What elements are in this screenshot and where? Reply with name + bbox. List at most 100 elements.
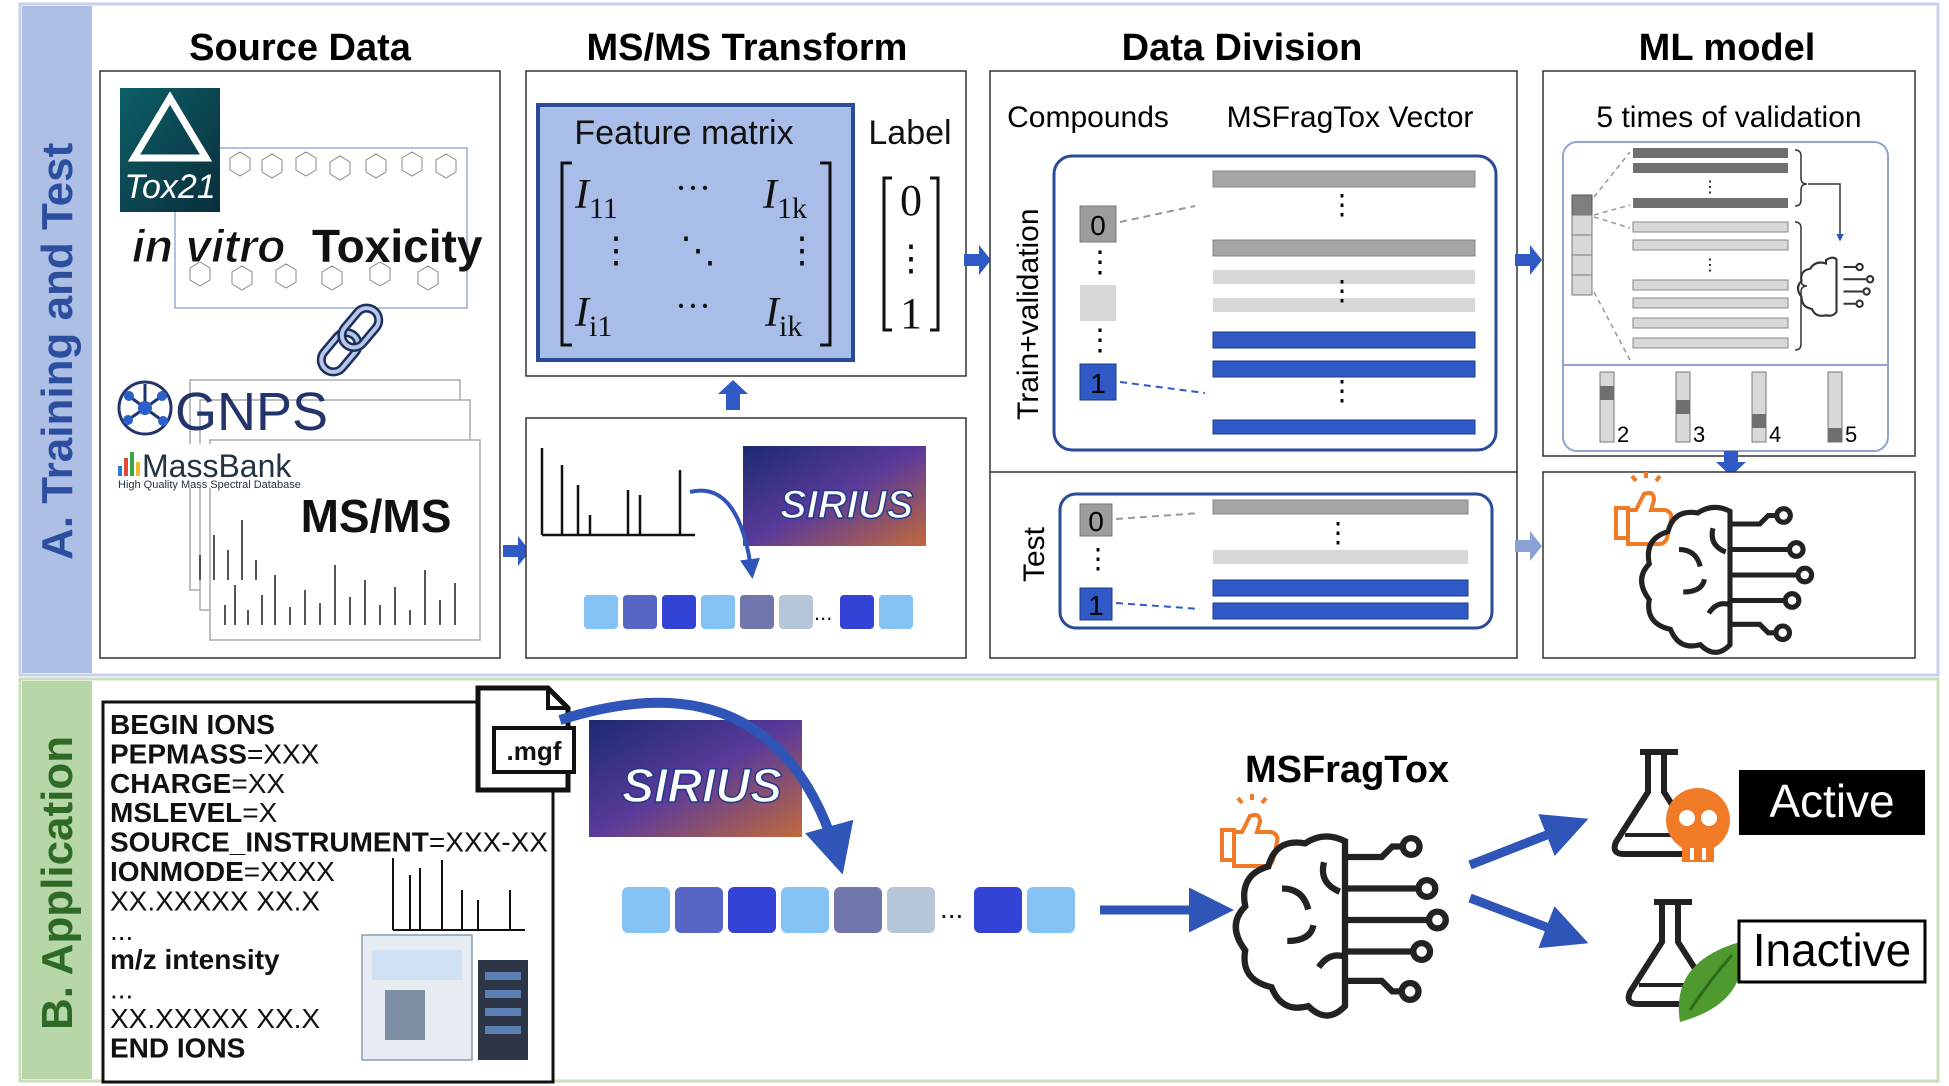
svg-text:...: ... bbox=[814, 600, 832, 625]
svg-text:Tox21: Tox21 bbox=[124, 168, 215, 206]
arrow-to-active bbox=[1468, 814, 1589, 870]
source-data-title: Source Data bbox=[189, 27, 412, 69]
test-vectors: ⋮ bbox=[1212, 499, 1469, 620]
arrow-division-to-model-top bbox=[1515, 245, 1542, 275]
tox21-structures-sheet bbox=[174, 147, 468, 309]
sirius-logo-top: SIRIUS bbox=[743, 446, 926, 546]
arrow-up-to-matrix bbox=[718, 380, 748, 410]
validation-label: 5 times of validation bbox=[1596, 101, 1861, 134]
mgf-line: ... bbox=[110, 974, 133, 1005]
compounds-label: Compounds bbox=[1007, 101, 1169, 134]
svg-text:.mgf: .mgf bbox=[507, 736, 562, 766]
svg-text:⋮: ⋮ bbox=[1328, 275, 1356, 306]
fingerprint-vector-bottom: ... bbox=[622, 887, 1075, 933]
label-bracket-right bbox=[930, 176, 940, 332]
validation-vectors: ⋮ ⋮ bbox=[1632, 148, 1844, 351]
train-vectors: ⋮ ⋮ ⋮ bbox=[1212, 170, 1476, 435]
svg-text:1: 1 bbox=[1090, 368, 1106, 399]
label-top-value: 0 bbox=[900, 176, 922, 225]
section-b-label: B. Application bbox=[33, 736, 82, 1030]
skull-icon bbox=[1666, 788, 1730, 862]
label-header: Label bbox=[868, 114, 951, 152]
inactive-label: Inactive bbox=[1753, 924, 1912, 976]
in-vitro-text: in vitro bbox=[132, 220, 285, 272]
svg-text:GNPS: GNPS bbox=[175, 382, 328, 442]
feature-matrix-label: Feature matrix bbox=[574, 114, 793, 152]
arrow-to-inactive bbox=[1468, 893, 1589, 949]
arrow-down-to-model bbox=[1716, 451, 1746, 476]
svg-text:⋮: ⋮ bbox=[1324, 517, 1352, 548]
matrix-bracket-right bbox=[820, 161, 832, 347]
section-a-label: A. Training and Test bbox=[33, 142, 82, 560]
svg-text:SIRIUS: SIRIUS bbox=[780, 483, 914, 527]
model-name: MSFragTox bbox=[1245, 749, 1449, 791]
active-badge bbox=[1739, 770, 1925, 835]
mgf-line: SOURCE_INSTRUMENT=XXX-XX bbox=[110, 827, 548, 858]
brain-circuit-icon bbox=[1639, 504, 1815, 655]
thumbs-up-icon-app bbox=[1220, 794, 1280, 868]
mgf-line: BEGIN IONS bbox=[110, 709, 275, 740]
vector-label: MSFragTox Vector bbox=[1227, 101, 1474, 134]
validation-fold-column bbox=[1571, 151, 1631, 361]
arrow-division-to-model-bottom bbox=[1515, 531, 1542, 561]
mgf-line: IONMODE=XXXX bbox=[110, 856, 335, 887]
svg-text:⋱: ⋱ bbox=[680, 230, 716, 270]
mgf-line: MSLEVEL=X bbox=[110, 797, 278, 828]
mgf-line: m/z intensity bbox=[110, 944, 280, 975]
file-icon: .mgf bbox=[475, 685, 576, 793]
spectrum-plot bbox=[540, 448, 695, 537]
svg-text:2: 2 bbox=[1617, 422, 1629, 447]
arrow-source-to-transform bbox=[503, 536, 530, 566]
section-a-band bbox=[18, 2, 1940, 677]
svg-text:4: 4 bbox=[1769, 422, 1781, 447]
mgf-line: PEPMASS=XXX bbox=[110, 738, 320, 769]
svg-text:1: 1 bbox=[1088, 590, 1104, 621]
svg-text:0: 0 bbox=[1088, 506, 1104, 537]
section-a-label-bar bbox=[22, 6, 92, 673]
svg-text:⋮: ⋮ bbox=[1702, 179, 1718, 196]
ml-model-title: ML model bbox=[1639, 27, 1816, 69]
section-b-label-bar bbox=[22, 681, 92, 1079]
test-compounds: 0 ⋮ 1 bbox=[1079, 503, 1201, 621]
svg-text:⋮: ⋮ bbox=[598, 230, 634, 270]
test-label: Test bbox=[1018, 526, 1051, 582]
svg-text:⋮: ⋮ bbox=[784, 230, 820, 270]
svg-text:⋮: ⋮ bbox=[1085, 324, 1115, 357]
svg-text:0: 0 bbox=[1090, 210, 1106, 241]
brain-circuit-icon-small bbox=[1796, 256, 1875, 317]
brain-circuit-icon-app bbox=[1232, 833, 1449, 1019]
section-b-band bbox=[18, 677, 1940, 1083]
label-bracket-left bbox=[882, 176, 892, 332]
curved-arrow-mgf bbox=[558, 697, 854, 875]
leaf-icon bbox=[1678, 942, 1742, 1022]
mgf-text-block: BEGIN IONSPEPMASS=XXXCHARGE=XXMSLEVEL=XS… bbox=[110, 709, 548, 1063]
gnps-logo: GNPS bbox=[117, 380, 328, 442]
train-compounds: 0 ⋮ ⋮ 1 bbox=[1079, 205, 1206, 401]
arrow-transform-to-division bbox=[964, 245, 991, 275]
active-label: Active bbox=[1769, 775, 1894, 827]
toxicity-text: Toxicity bbox=[312, 220, 483, 272]
svg-text:High Quality Mass Spectral Dat: High Quality Mass Spectral Database bbox=[118, 479, 301, 491]
chain-link-icon bbox=[316, 303, 384, 377]
svg-text:MassBank: MassBank bbox=[142, 448, 292, 484]
svg-text:...: ... bbox=[940, 893, 963, 924]
mgf-line: XX.XXXXX XX.X bbox=[110, 1003, 320, 1034]
svg-text:5: 5 bbox=[1845, 422, 1857, 447]
spectrum-plot-app bbox=[392, 858, 525, 931]
data-division-title: Data Division bbox=[1122, 27, 1363, 69]
svg-text:···: ··· bbox=[675, 168, 711, 208]
fold-columns: 2 3 4 5 bbox=[1599, 371, 1857, 447]
svg-text:3: 3 bbox=[1693, 422, 1705, 447]
mgf-line: END IONS bbox=[110, 1032, 245, 1063]
fingerprint-vector-top: ... bbox=[584, 595, 913, 629]
curved-arrow-spectrum bbox=[689, 488, 760, 579]
matrix-entries: I11 ··· I1k ⋮ ⋱ ⋮ Ii1 ··· Iik bbox=[574, 168, 820, 343]
svg-text:⋮: ⋮ bbox=[1084, 543, 1112, 574]
mgf-line: CHARGE=XX bbox=[110, 768, 285, 799]
tox21-logo: Tox21 bbox=[120, 88, 220, 212]
thumbs-up-icon bbox=[1614, 472, 1674, 546]
mgf-line: XX.XXXXX XX.X bbox=[110, 885, 320, 916]
svg-text:SIRIUS: SIRIUS bbox=[622, 760, 782, 813]
svg-text:⋮: ⋮ bbox=[1328, 375, 1356, 406]
